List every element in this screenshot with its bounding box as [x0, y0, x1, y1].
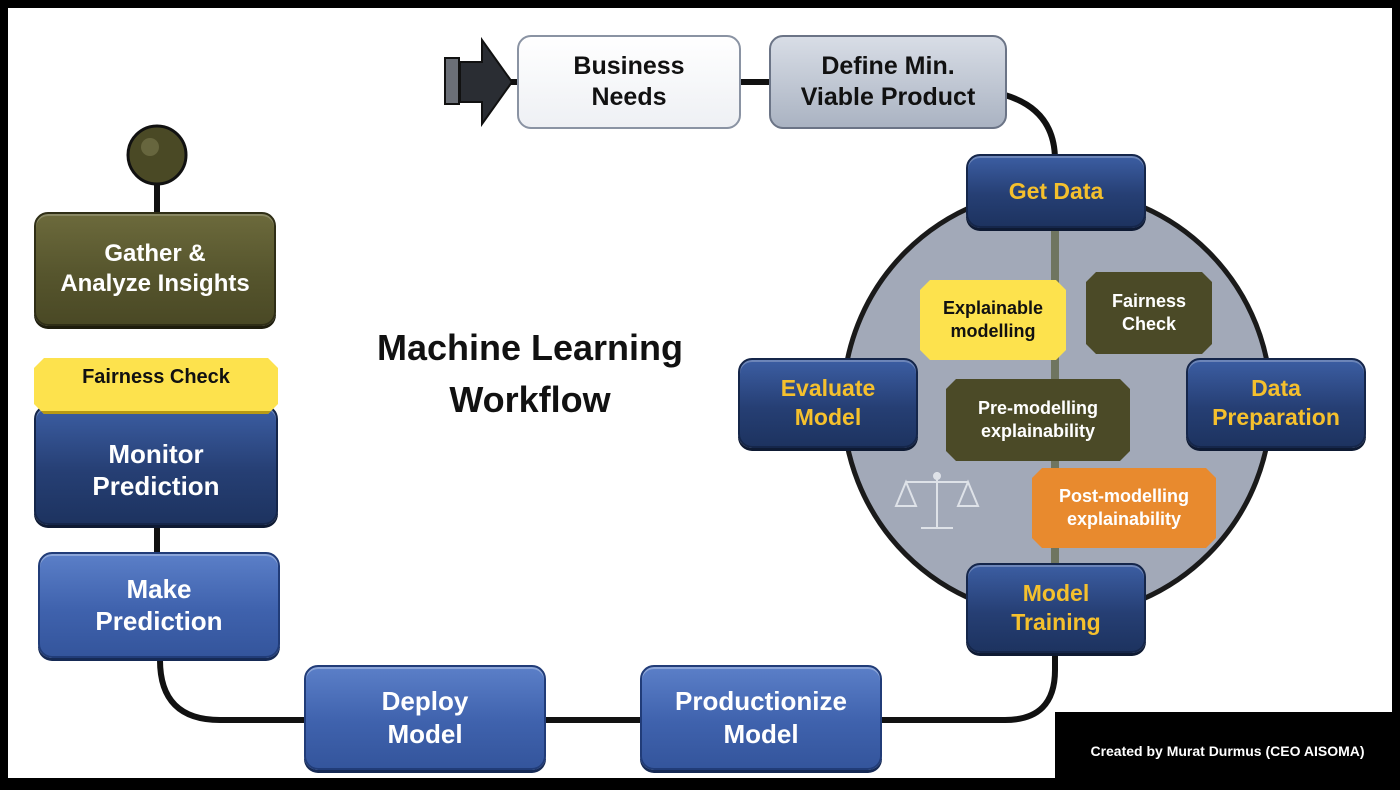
post-modelling-tag[interactable]: Post-modelling explainability — [1032, 468, 1216, 548]
make-prediction-box[interactable]: Make Prediction — [38, 552, 280, 658]
model-training-box[interactable]: Model Training — [966, 563, 1146, 653]
business-needs-line2: Needs — [591, 83, 667, 111]
diagram-title: Machine Learning Workflow — [330, 322, 730, 426]
post-modelling-line1: Post-modelling — [1059, 485, 1189, 506]
monitor-prediction-box[interactable]: Monitor Prediction — [34, 405, 278, 525]
evaluate-model-box[interactable]: Evaluate Model — [738, 358, 918, 448]
make-prediction-line1: Make — [126, 573, 192, 604]
data-preparation-line1: Data — [1251, 375, 1301, 402]
explainable-modelling-line2: modelling — [950, 321, 1036, 341]
fairness-check-tag-line1: Fairness — [1111, 290, 1187, 311]
gather-insights-line2: Analyze Insights — [60, 270, 250, 297]
define-mvp-line2: Viable Product — [800, 83, 976, 111]
get-data-box[interactable]: Get Data — [966, 154, 1146, 228]
balance-scale-icon — [894, 472, 980, 529]
explainable-modelling-tag[interactable]: Explainable modelling — [920, 280, 1066, 360]
make-prediction-line2: Prediction — [95, 606, 223, 636]
define-mvp-box[interactable]: Define Min. Viable Product — [769, 35, 1007, 129]
productionize-model-line2: Model — [723, 718, 799, 749]
model-training-line1: Model — [1022, 580, 1090, 607]
title-line1: Machine Learning — [376, 327, 684, 368]
fairness-check-tag-line2: Check — [1121, 314, 1176, 334]
model-training-line2: Training — [1011, 609, 1101, 635]
fairness-check-banner[interactable]: Fairness Check — [34, 358, 278, 414]
connector-bottom-left — [157, 650, 305, 723]
post-modelling-line2: explainability — [1066, 509, 1182, 529]
connector-top-right — [1004, 92, 1058, 161]
gather-insights-box[interactable]: Gather & Analyze Insights — [34, 212, 276, 326]
deploy-model-line1: Deploy — [381, 686, 469, 716]
gather-insights-line1: Gather & — [104, 240, 206, 267]
productionize-model-box[interactable]: Productionize Model — [640, 665, 882, 770]
credit-label: Created by Murat Durmus (CEO AISOMA) — [1055, 712, 1400, 790]
define-mvp-line1: Define Min. — [821, 51, 955, 80]
evaluate-model-line1: Evaluate — [780, 375, 876, 402]
business-needs-box[interactable]: Business Needs — [517, 35, 741, 129]
deploy-model-line2: Model — [387, 718, 463, 749]
fairness-check-tag[interactable]: Fairness Check — [1086, 272, 1212, 354]
title-line2: Workflow — [449, 379, 611, 421]
pre-modelling-tag[interactable]: Pre-modelling explainability — [946, 379, 1130, 461]
explainable-modelling-line1: Explainable — [942, 297, 1044, 318]
pre-modelling-line1: Pre-modelling — [977, 397, 1098, 418]
monitor-prediction-line2: Prediction — [92, 471, 220, 501]
data-preparation-line2: Preparation — [1212, 404, 1340, 430]
credit-text: Created by Murat Durmus (CEO AISOMA) — [1090, 743, 1365, 759]
deploy-model-box[interactable]: Deploy Model — [304, 665, 546, 770]
fairness-check-banner-label: Fairness Check — [82, 366, 230, 388]
data-preparation-box[interactable]: Data Preparation — [1186, 358, 1366, 448]
connector-bottom-right — [880, 650, 1058, 723]
pre-modelling-line2: explainability — [980, 421, 1096, 441]
business-needs-line1: Business — [573, 51, 685, 80]
get-data-label: Get Data — [1008, 177, 1104, 204]
monitor-prediction-line1: Monitor — [108, 438, 204, 469]
circle-knob-icon — [126, 124, 188, 186]
evaluate-model-line2: Model — [794, 404, 862, 430]
arrow-right-icon — [444, 36, 514, 128]
productionize-model-line1: Productionize — [675, 686, 847, 716]
